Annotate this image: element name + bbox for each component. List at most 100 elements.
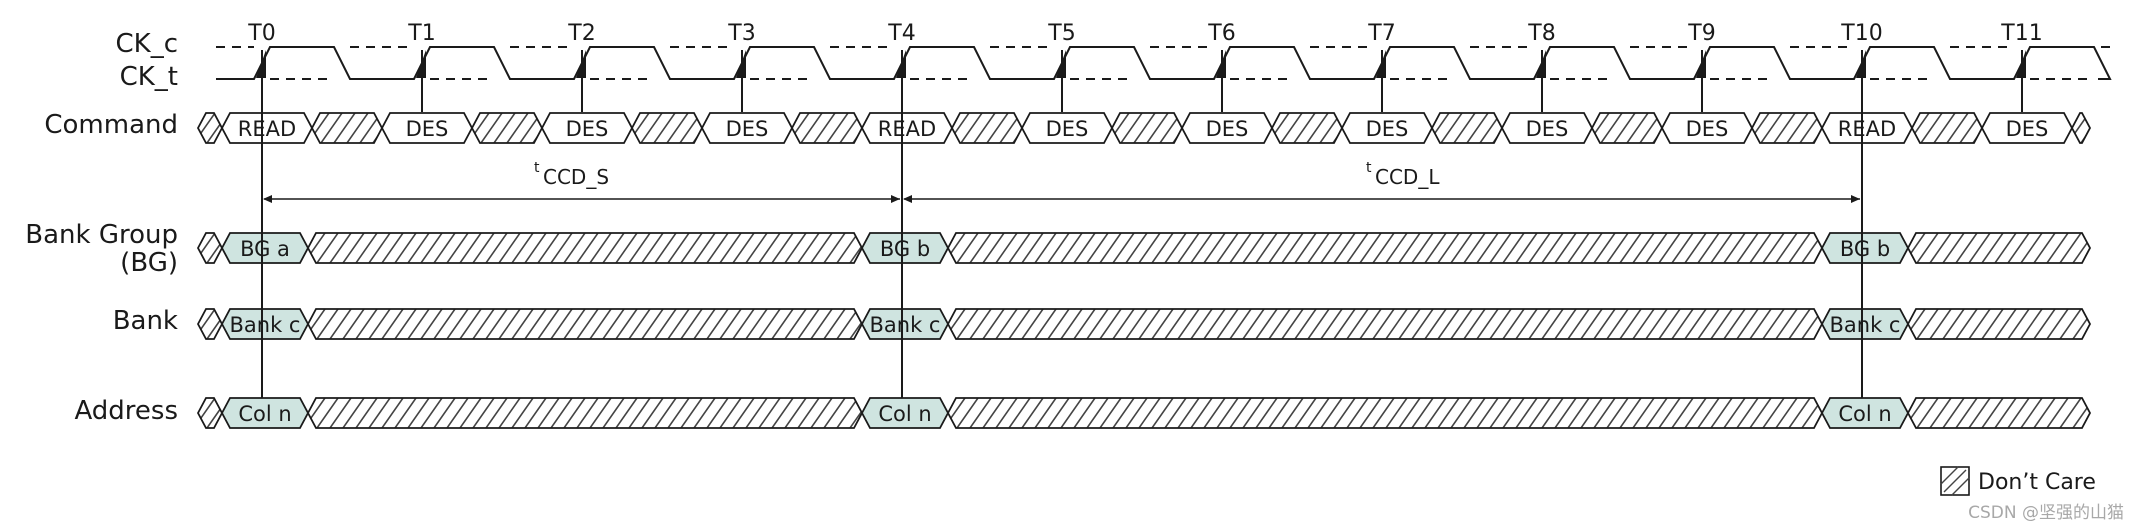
tick-label-t1: T1 <box>407 21 435 46</box>
dont-care-hatch <box>1908 309 2090 339</box>
command-cell-5-label: DES <box>1046 117 1089 141</box>
tick-marker-arrow <box>256 50 266 78</box>
bank-cell-0-label: Bank c <box>230 313 301 337</box>
command-cell-2-label: DES <box>566 117 609 141</box>
dont-care-hatch <box>948 398 1822 428</box>
legend-label: Don’t Care <box>1978 470 2096 495</box>
dont-care-outline <box>1906 308 2092 340</box>
tick-marker-arrow <box>1536 50 1546 78</box>
tick-label-t4: T4 <box>887 21 915 46</box>
dont-care-hatch <box>308 233 862 263</box>
bank-row: Bank c Bank c Bank c <box>196 308 2092 340</box>
clock-t-waveform <box>216 46 2110 80</box>
tick-labels: T0 T1 T2 T3 T4 T5 T6 T7 T8 T9 T10 T11 <box>247 21 2042 46</box>
dont-care-outline <box>306 232 864 264</box>
bank-group-abbrev-label: (BG) <box>120 248 178 278</box>
bank-cell-2-label: Bank c <box>1830 313 1901 337</box>
dont-care-outline <box>1590 112 1664 144</box>
tick-marker-arrow <box>2016 50 2026 78</box>
tick-label-t2: T2 <box>567 21 595 46</box>
command-cell-4-label: READ <box>878 117 936 141</box>
dont-care-hatch <box>948 309 1822 339</box>
tick-label-t0: T0 <box>247 21 275 46</box>
tick-marker-arrow <box>736 50 746 78</box>
tccd-l-annotation: t CCD_L <box>903 160 1860 203</box>
command-cell-0-label: READ <box>238 117 296 141</box>
ck-c-label: CK_c <box>116 29 179 59</box>
clock-c-waveform <box>216 46 2112 80</box>
tick-label-t10: T10 <box>1840 21 1882 46</box>
tccd-s-label: CCD_S <box>543 165 609 189</box>
command-cell-3-label: DES <box>726 117 769 141</box>
dont-care-outline <box>306 397 864 429</box>
dont-care-outline <box>306 308 864 340</box>
tick-marker-arrow <box>1856 50 1866 78</box>
dont-care-outline <box>310 112 384 144</box>
command-cell-10-label: READ <box>1838 117 1896 141</box>
dont-care-outline <box>1906 232 2092 264</box>
command-cell-1-label: DES <box>406 117 449 141</box>
bg-cell-1-label: BG b <box>880 237 930 261</box>
ck-t-label: CK_t <box>120 62 178 92</box>
legend: Don’t Care <box>1940 466 2096 496</box>
tick-label-t6: T6 <box>1207 21 1235 46</box>
command-label: Command <box>44 110 178 140</box>
tick-marker-arrow <box>1056 50 1066 78</box>
tick-marker-arrow <box>896 50 906 78</box>
command-cell-7-label: DES <box>1366 117 1409 141</box>
dont-care-outline <box>1270 112 1344 144</box>
tccd-l-prefix: t <box>1366 160 1372 176</box>
tick-marker-arrow <box>1216 50 1226 78</box>
tick-marker-arrow <box>1696 50 1706 78</box>
address-row: Col n Col n Col n <box>196 397 2092 429</box>
tick-label-t9: T9 <box>1687 21 1715 46</box>
command-cell-8-label: DES <box>1526 117 1569 141</box>
addr-cell-0-label: Col n <box>238 402 291 426</box>
dont-care-hatch <box>308 309 862 339</box>
addr-cell-1-label: Col n <box>878 402 931 426</box>
tccd-l-label: CCD_L <box>1375 165 1440 189</box>
tick-label-t7: T7 <box>1367 21 1395 46</box>
dont-care-hatch <box>1908 233 2090 263</box>
tick-markers <box>256 50 2026 112</box>
command-cell-9-label: DES <box>1686 117 1729 141</box>
bg-cell-0-label: BG a <box>240 237 290 261</box>
dont-care-hatch <box>1908 398 2090 428</box>
tick-marker-arrow <box>1376 50 1386 78</box>
bg-cell-2-label: BG b <box>1840 237 1890 261</box>
addr-cell-2-label: Col n <box>1838 402 1891 426</box>
bank-label: Bank <box>113 306 178 336</box>
dont-care-outline <box>950 112 1024 144</box>
hatch-icon <box>1940 466 1970 496</box>
tick-label-t11: T11 <box>2000 21 2042 46</box>
bank-group-row: BG a BG b BG b <box>196 232 2092 264</box>
command-cell-11-label: DES <box>2006 117 2049 141</box>
dont-care-outline <box>790 112 864 144</box>
tccd-s-annotation: t CCD_S <box>263 160 900 203</box>
dont-care-outline <box>630 112 704 144</box>
tccd-s-prefix: t <box>534 160 540 176</box>
command-row: READ DES DES DES READ DES DES DES DES DES READ DES <box>196 112 2092 144</box>
dont-care-outline <box>470 112 544 144</box>
dont-care-outline <box>1906 397 2092 429</box>
bank-cell-1-label: Bank c <box>870 313 941 337</box>
clock-c-trace <box>216 46 2112 80</box>
address-label: Address <box>74 396 178 426</box>
tick-label-t5: T5 <box>1047 21 1075 46</box>
dont-care-outline <box>1910 112 1984 144</box>
dont-care-hatch <box>948 233 1822 263</box>
dont-care-outline <box>2070 112 2092 144</box>
tick-label-t3: T3 <box>727 21 755 46</box>
dont-care-hatch <box>308 398 862 428</box>
clock-t-trace <box>216 46 2110 80</box>
dont-care-outline <box>1750 112 1824 144</box>
dont-care-outline <box>1110 112 1184 144</box>
dont-care-outline <box>1430 112 1504 144</box>
tick-marker-arrow <box>416 50 426 78</box>
command-cell-6-label: DES <box>1206 117 1249 141</box>
tick-label-t8: T8 <box>1527 21 1555 46</box>
watermark: CSDN @坚强的山猫 <box>1968 503 2124 523</box>
tick-marker-arrow <box>576 50 586 78</box>
bank-group-label: Bank Group <box>25 220 178 250</box>
